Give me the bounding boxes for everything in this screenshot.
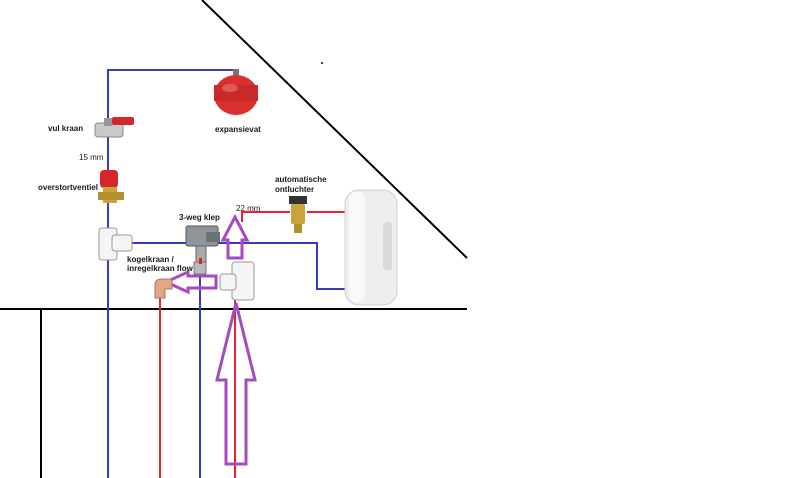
expansievat-icon	[214, 69, 258, 115]
overstortventiel-icon	[98, 170, 124, 203]
automatische-ontluchter-icon	[289, 196, 307, 233]
tee-fitting-left-icon	[98, 227, 133, 261]
label-vul-kraan: vul kraan	[48, 124, 84, 133]
label-expansievat: expansievat	[215, 125, 261, 134]
roof-slope-line	[201, 0, 468, 259]
label-overstortventiel: overstortventiel	[38, 183, 99, 192]
label-kogelkraan-line1: kogelkraan /	[127, 255, 174, 264]
red-pipes	[159, 211, 349, 478]
label-ontluchter-line1: automatische	[275, 175, 327, 184]
main-up-arrow	[215, 302, 257, 466]
vul-kraan-icon	[94, 117, 134, 138]
label-ontluchter-line2: ontluchter	[275, 185, 315, 194]
label-driewegklep: 3-weg klep	[179, 213, 220, 222]
kogelkraan-icon	[193, 258, 207, 275]
boiler-icon	[344, 189, 398, 306]
flow-arrows	[162, 213, 257, 466]
upper-up-arrow	[220, 213, 250, 260]
label-kogelkraan-line2: inregelkraan flow	[127, 264, 193, 273]
copper-elbow-icon	[154, 278, 173, 299]
label-pipe-15mm: 15 mm	[79, 153, 104, 162]
tee-fitting-right-icon	[219, 261, 255, 301]
driewegklep-icon	[185, 225, 220, 265]
left-arrow	[162, 269, 218, 295]
label-pipe-22mm: 22 mm	[236, 204, 261, 213]
